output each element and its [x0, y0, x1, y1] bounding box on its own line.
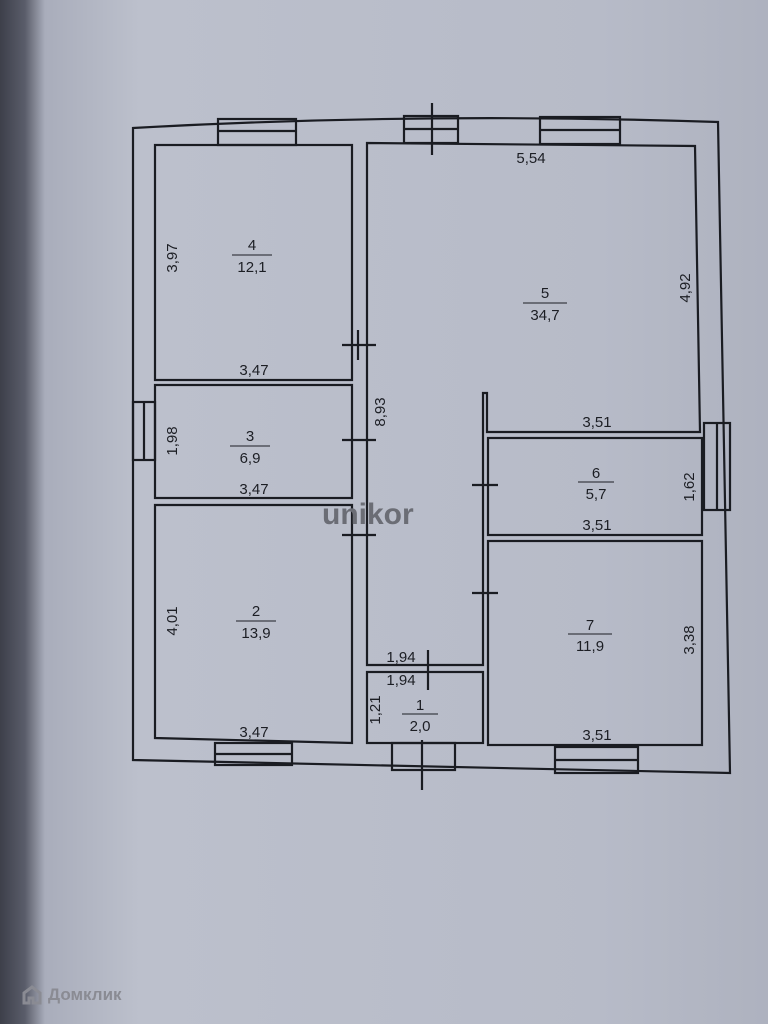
dim-corridor-length: 8,93: [372, 397, 389, 426]
footer-logo: Домклик: [22, 985, 122, 1005]
dim-r2-height: 4,01: [164, 606, 181, 635]
dim-r1-width-top: 1,94: [386, 649, 415, 666]
room-2-number: 2: [252, 603, 260, 620]
dim-r7-height: 3,38: [681, 625, 698, 654]
walls: [131, 117, 732, 775]
room-7-number: 7: [586, 617, 594, 634]
dim-r1-height: 1,21: [367, 695, 384, 724]
room-1-area: 2,0: [410, 718, 431, 735]
dim-r3-height: 1,98: [164, 426, 181, 455]
dim-r7-width: 3,51: [582, 727, 611, 744]
dim-r5-width: 5,54: [516, 150, 545, 167]
house-icon: [22, 985, 42, 1005]
room-7-area: 11,9: [576, 638, 604, 655]
windows: [131, 114, 732, 775]
room-3-area: 6,9: [240, 450, 261, 467]
watermark: unikor: [322, 498, 414, 531]
door-marks: [342, 103, 498, 790]
dim-r5-height: 4,92: [677, 273, 694, 302]
dim-r1-width: 1,94: [386, 672, 415, 689]
room-4-number: 4: [248, 237, 256, 254]
room-3-number: 3: [246, 428, 254, 445]
dim-r5-width2: 3,51: [582, 414, 611, 431]
dim-r6-width: 3,51: [582, 517, 611, 534]
room-2-area: 13,9: [241, 625, 270, 642]
room-5-area: 34,7: [530, 307, 559, 324]
dim-r3-width: 3,47: [239, 481, 268, 498]
dim-r6-height: 1,62: [681, 472, 698, 501]
room-4-area: 12,1: [237, 259, 266, 276]
entrance-door: [390, 741, 457, 772]
room-6-area: 5,7: [586, 486, 607, 503]
room-1-number: 1: [416, 697, 424, 714]
room-5-number: 5: [541, 285, 549, 302]
room-6-number: 6: [592, 465, 600, 482]
dim-r4-height: 3,97: [164, 243, 181, 272]
dim-r4-width: 3,47: [239, 362, 268, 379]
footer-logo-text: Домклик: [48, 985, 122, 1004]
dim-r2-width: 3,47: [239, 724, 268, 741]
